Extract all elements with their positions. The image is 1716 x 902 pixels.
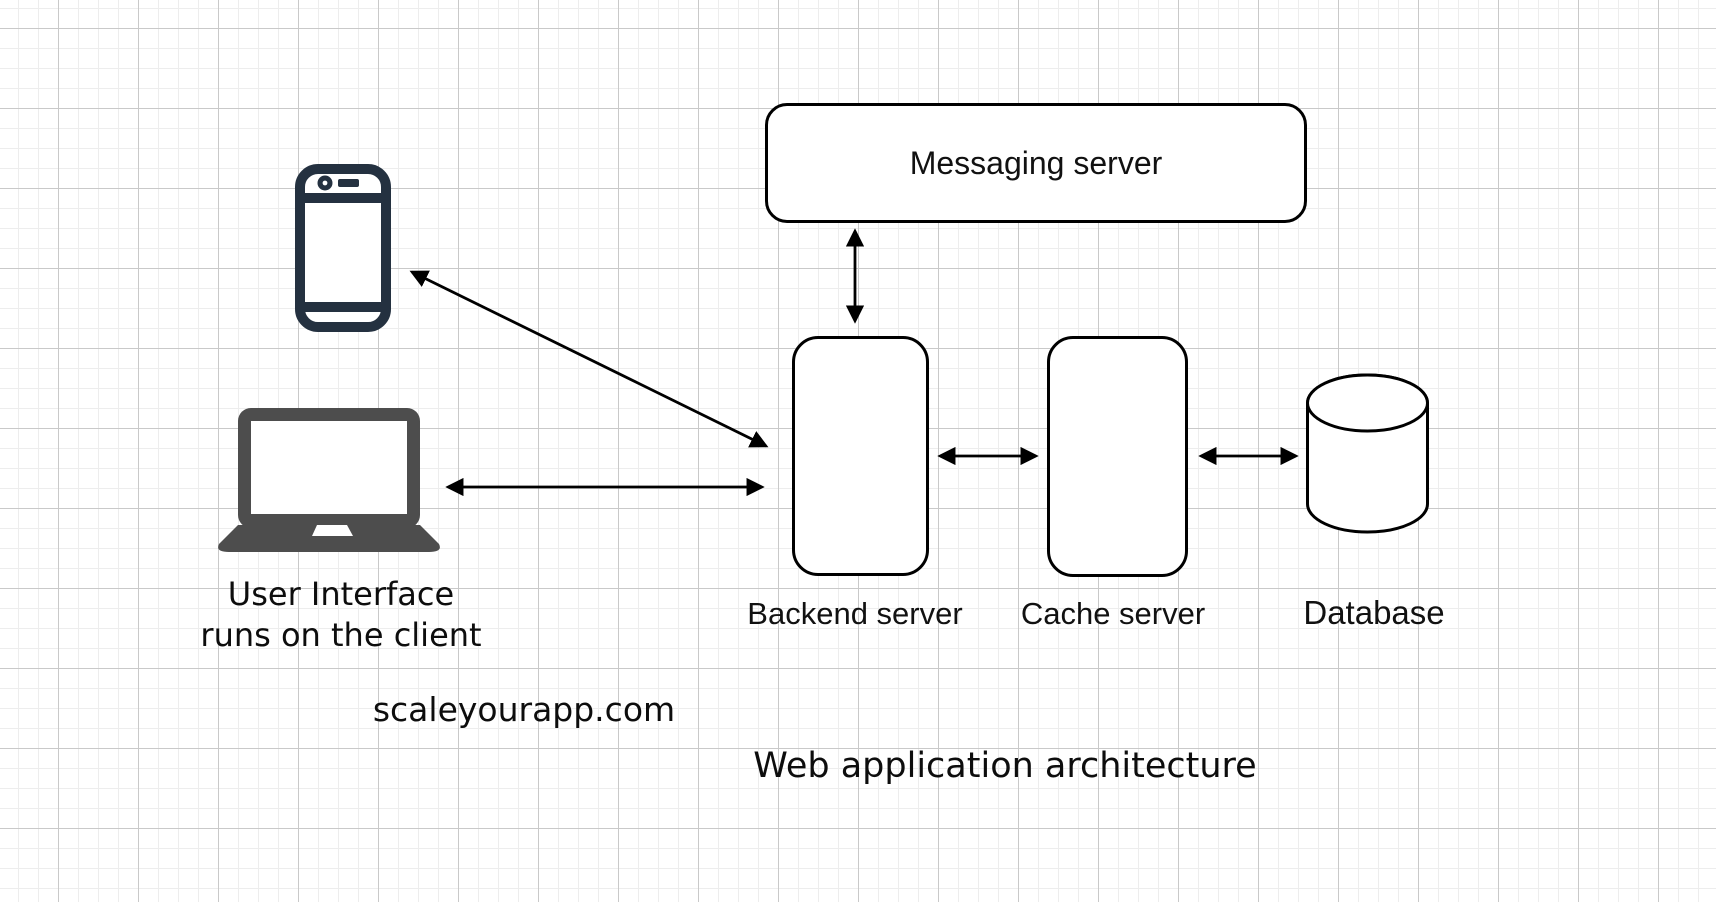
diagram-title: Web application architecture: [753, 746, 1257, 786]
node-cache-server: [1047, 336, 1188, 577]
cache-server-label: Cache server: [1020, 596, 1206, 631]
database-cylinder-icon: [1306, 373, 1429, 534]
smartphone-icon: [295, 164, 391, 332]
client-caption-line2: runs on the client: [200, 616, 482, 654]
messaging-server-label: Messaging server: [909, 144, 1163, 181]
backend-server-label: Backend server: [747, 596, 963, 631]
laptop-icon: [218, 408, 440, 552]
client-caption: User Interface runs on the client: [200, 574, 481, 656]
node-messaging-server: Messaging server: [765, 103, 1307, 223]
client-caption-line1: User Interface: [227, 575, 455, 613]
arrow-phone-backend: [409, 270, 769, 448]
database-label: Database: [1303, 594, 1445, 631]
node-backend-server: [792, 336, 929, 576]
watermark-text: scaleyourapp.com: [372, 690, 676, 729]
